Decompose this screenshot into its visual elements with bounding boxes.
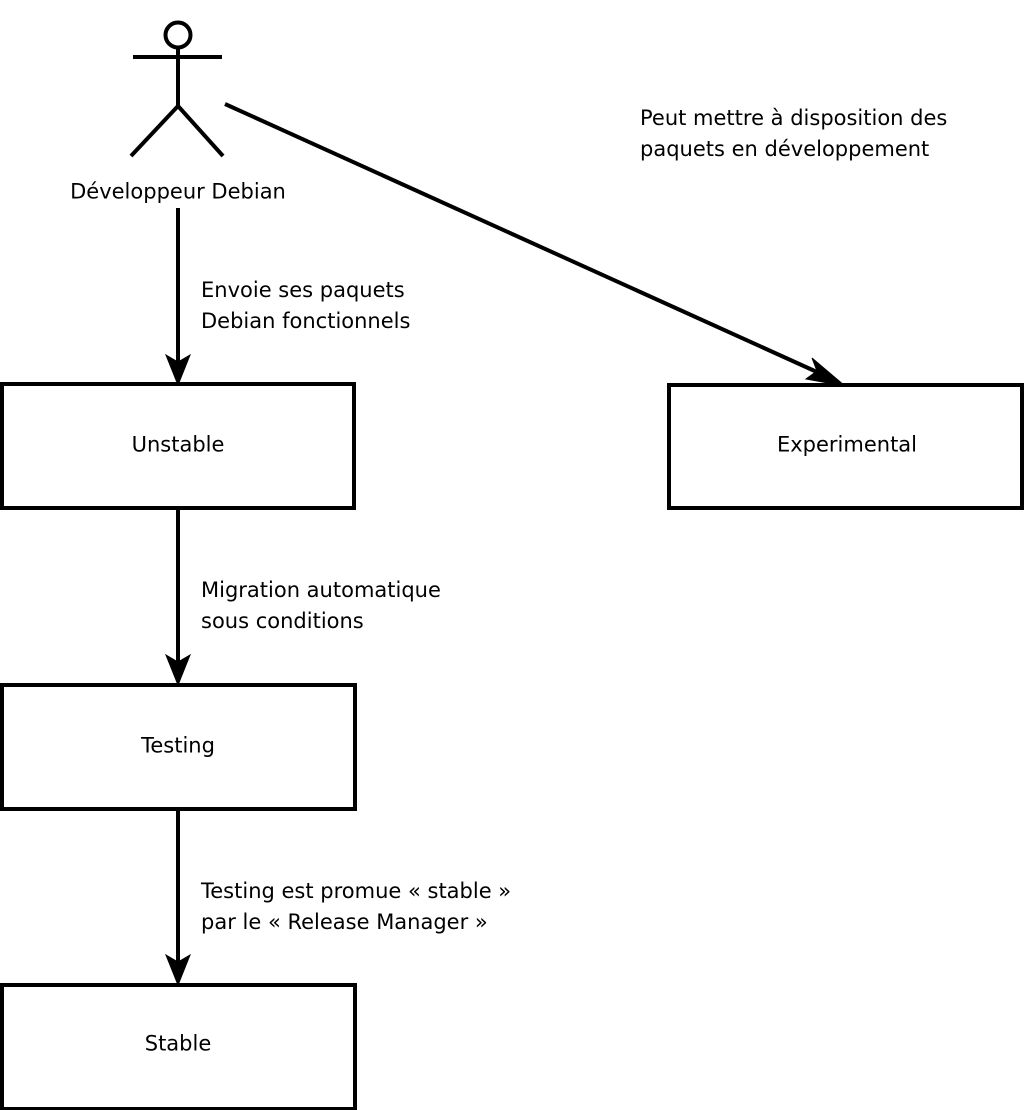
edge-line: [224, 102, 829, 379]
actor-label-developer: Développeur Debian: [70, 179, 286, 204]
stick-figure-leg-right: [176, 104, 225, 158]
stick-figure-leg-left: [129, 104, 180, 158]
edge-testing-to-stable: [164, 809, 192, 987]
node-label-experimental: Experimental: [776, 432, 918, 457]
stick-figure-icon: [129, 20, 225, 158]
arrowhead-icon: [164, 953, 192, 987]
edge-label-testing-to-stable-line2: par le « Release Manager »: [201, 910, 488, 934]
node-label-unstable: Unstable: [131, 432, 225, 457]
node-box-testing[interactable]: [0, 683, 357, 811]
edge-dev-to-experimental: [224, 102, 847, 387]
arrowhead-icon: [164, 353, 192, 387]
edge-unstable-to-testing: [164, 508, 192, 687]
node-label-testing: Testing: [141, 733, 215, 758]
edge-label-dev-to-experimental-line2: paquets en développement: [640, 137, 930, 161]
edge-dev-to-unstable: [164, 208, 192, 387]
edge-label-testing-to-stable-line1: Testing est promue « stable »: [201, 879, 512, 903]
edge-label-dev-to-unstable-line2: Debian fonctionnels: [201, 309, 411, 333]
edge-label-dev-to-unstable-line1: Envoie ses paquets: [201, 278, 405, 302]
stick-figure-head: [163, 20, 193, 50]
node-box-experimental[interactable]: [667, 383, 1024, 510]
arrowhead-icon: [804, 357, 847, 387]
node-label-stable: Stable: [144, 1031, 212, 1056]
arrowhead-icon: [164, 653, 192, 687]
edge-label-unstable-to-testing-line1: Migration automatique: [201, 578, 441, 602]
edge-label-dev-to-experimental-line1: Peut mettre à disposition des: [640, 106, 948, 130]
edge-label-unstable-to-testing-line2: sous conditions: [201, 609, 364, 633]
node-box-stable[interactable]: [0, 983, 357, 1110]
